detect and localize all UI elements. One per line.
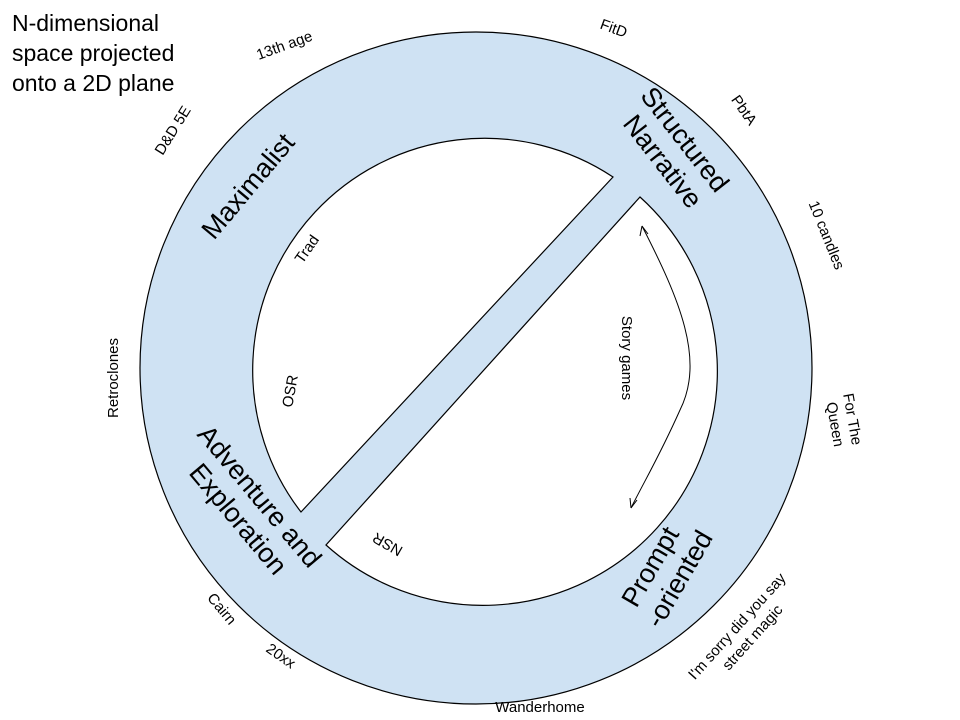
arrowhead-top-icon — [639, 225, 649, 237]
inner-label-osr: OSR — [279, 374, 301, 409]
story-games-arrow — [630, 225, 691, 509]
inner-half-upper-left — [252, 137, 614, 513]
outer-label-pbta: PbtA — [727, 92, 760, 128]
diagram-caption: N-dimensional space projected onto a 2D … — [12, 8, 232, 98]
outer-label-wanderhome: Wanderhome — [495, 699, 585, 716]
outer-label-dnd5e: D&D 5E — [152, 103, 195, 158]
inner-label-story-games: Story games — [618, 316, 635, 400]
outer-label-fitd: FitD — [598, 16, 630, 41]
caption-line-2: space projected — [12, 40, 175, 66]
outer-label-10-candles: 10 candles — [805, 198, 848, 272]
inner-half-lower-right — [325, 196, 718, 606]
arrowhead-bottom-icon — [629, 497, 638, 509]
outer-label-retroclones: Retroclones — [105, 338, 122, 418]
caption-line-1: N-dimensional — [12, 10, 160, 36]
outer-label-13th-age: 13th age — [254, 28, 315, 64]
outer-label-for-the-queen: For The Queen — [821, 392, 865, 454]
caption-line-3: onto a 2D plane — [12, 70, 175, 96]
